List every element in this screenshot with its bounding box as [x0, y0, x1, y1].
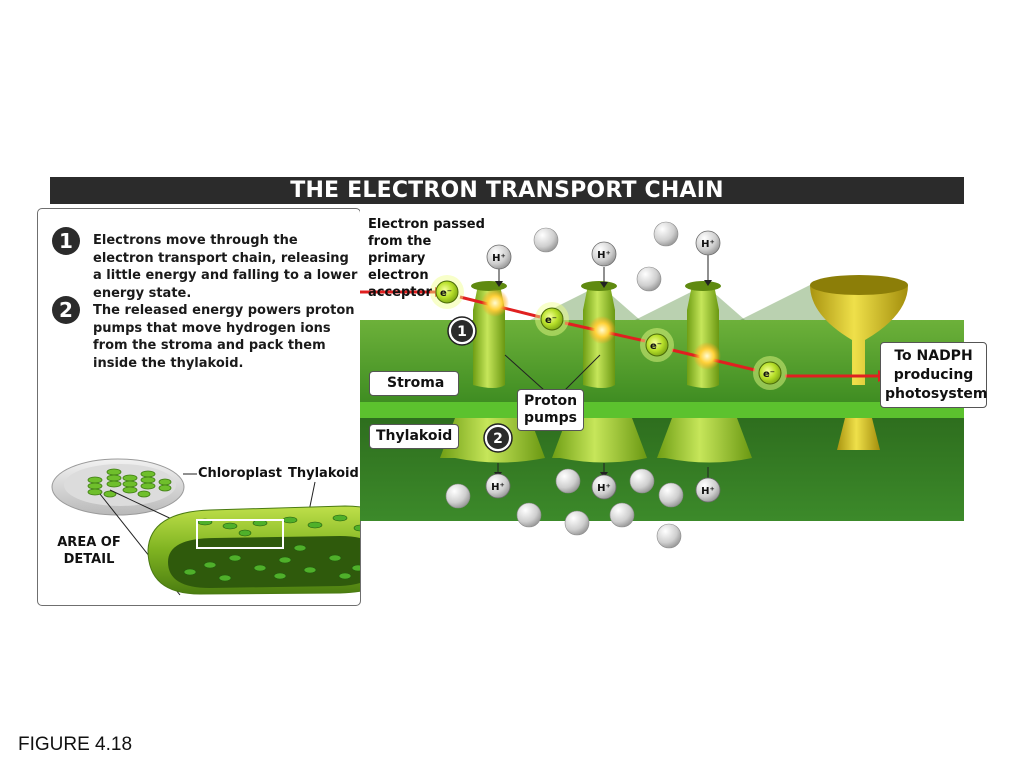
electron-3: [640, 328, 674, 362]
step-1-text: Electrons move through the electron tran…: [93, 233, 358, 301]
thylakoid-detail-label: Thylakoid: [288, 466, 359, 481]
electron-passed-label: Electron passed from the primary electro…: [368, 217, 485, 300]
proton-pumps-label: Proton pumps: [517, 389, 584, 431]
electron-1-label: e⁻: [440, 288, 452, 299]
thylakoid-shape: [147, 505, 360, 595]
thylakoid-membrane: [360, 402, 964, 418]
h-ion-label-1: H⁺: [492, 253, 506, 264]
step-2-text: The released energy powers proton pumps …: [93, 303, 355, 371]
h-ion-label-4: H⁺: [491, 482, 505, 493]
chloroplast-shape: [51, 458, 185, 516]
marker-2: 2: [483, 423, 513, 453]
figure-caption: FIGURE 4.18: [18, 734, 133, 755]
electron-3-label: e⁻: [650, 341, 662, 352]
proton-pump-3: [685, 281, 721, 388]
area-of-detail-label: AREA OF DETAIL: [57, 535, 121, 567]
marker-1-number: 1: [457, 324, 467, 340]
electron-4-label: e⁻: [763, 369, 775, 380]
diagram-title: THE ELECTRON TRANSPORT CHAIN: [290, 178, 724, 203]
pump-base-3: [657, 418, 752, 463]
title-bar: [50, 177, 964, 204]
h-ion-label-3: H⁺: [701, 239, 715, 250]
stroma-label: Stroma: [369, 371, 459, 396]
hydrogen-ions: [445, 221, 684, 549]
nadph-funnel: [810, 275, 908, 450]
step-2-badge: 2: [52, 296, 80, 324]
h-ion-label-6: H⁺: [701, 486, 715, 497]
electron-4: [753, 356, 787, 390]
chloroplast-label: Chloroplast: [198, 466, 283, 481]
to-nadph-label: To NADPH producing photosystem: [880, 342, 987, 408]
h-ion-label-5: H⁺: [597, 483, 611, 494]
electron-2: [535, 302, 569, 336]
chloroplast-illustration: [51, 458, 360, 596]
h-ion-label-2: H⁺: [597, 250, 611, 261]
step-1-badge: 1: [52, 227, 80, 255]
marker-1: 1: [447, 316, 477, 346]
electron-2-label: e⁻: [545, 315, 557, 326]
thylakoid-region-label: Thylakoid: [369, 424, 459, 449]
electron-1: [430, 275, 464, 309]
labelled-hydrogen-ions: [485, 230, 721, 503]
electron-transport-diagram: e⁻ e⁻ e⁻ e⁻ H⁺ H⁺ H⁺ H⁺ H⁺ H⁺ 1: [360, 205, 964, 549]
marker-2-number: 2: [493, 431, 503, 447]
